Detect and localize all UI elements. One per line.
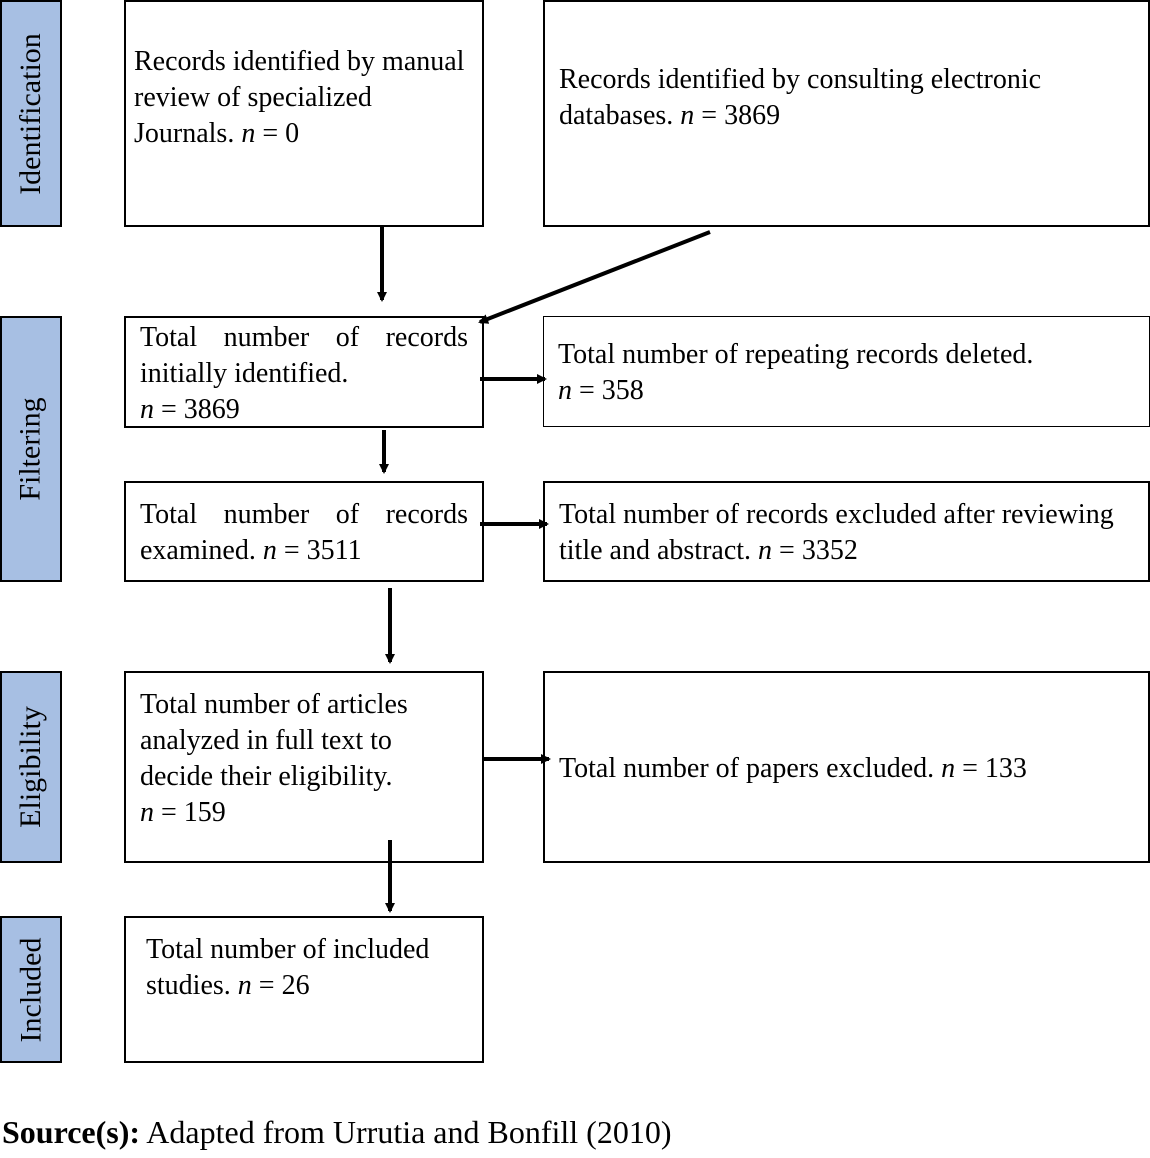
box-full-text-value: = 159 [161, 797, 226, 828]
box-papers-excluded-value: = 133 [962, 753, 1027, 784]
box-included-studies-value: = 26 [258, 970, 310, 1001]
arrow-databases-to-total [478, 230, 711, 324]
source-text: Adapted from Urrutia and Bonfill (2010) [146, 1114, 672, 1150]
box-included-studies: Total number of included studies. n = 26 [124, 916, 484, 1063]
box-manual-review: Records identified by manual review of s… [124, 0, 484, 227]
box-papers-excluded: Total number of papers excluded. n = 133 [543, 671, 1150, 863]
box-excluded-title-abstract-value: = 3352 [779, 535, 858, 566]
source-label: Source(s): [2, 1114, 141, 1150]
box-initially-identified-line1: Total number of records [140, 322, 468, 353]
box-initially-identified: Total number of records initially identi… [124, 316, 484, 428]
box-papers-excluded-n: n [941, 753, 956, 784]
box-included-studies-n: n [237, 970, 252, 1001]
box-repeating-deleted-n: n [558, 375, 572, 406]
box-electronic-databases-text: Records identified by consulting electro… [559, 64, 1042, 131]
box-electronic-databases: Records identified by consulting electro… [543, 0, 1150, 227]
box-examined-value: = 3511 [283, 535, 362, 566]
box-examined-line1: Total number of records [140, 499, 468, 530]
box-excluded-title-abstract-n: n [758, 535, 773, 566]
box-full-text-n: n [140, 797, 154, 828]
phase-filtering: Filtering [0, 316, 62, 582]
box-included-studies-text: Total number of included studies. [146, 934, 430, 1001]
phase-identification: Identification [0, 0, 62, 227]
phase-eligibility: Eligibility [0, 671, 62, 863]
box-full-text: Total number of articles analyzed in ful… [124, 671, 484, 863]
box-repeating-deleted-value: = 358 [579, 375, 644, 406]
box-manual-review-value: = 0 [262, 118, 300, 149]
source-note: Source(s): Adapted from Urrutia and Bonf… [2, 1112, 671, 1152]
box-initially-identified-line2: initially identified. [140, 358, 349, 389]
box-excluded-title-abstract-text: Total number of records excluded after r… [559, 499, 1114, 566]
box-full-text-text: Total number of articles analyzed in ful… [140, 689, 408, 792]
box-examined-line2: examined. [140, 535, 256, 566]
box-electronic-databases-n: n [680, 100, 695, 131]
box-examined-n: n [262, 535, 277, 566]
box-initially-identified-n: n [140, 394, 154, 425]
box-repeating-deleted: Total number of repeating records delete… [543, 316, 1150, 427]
box-repeating-deleted-text: Total number of repeating records delete… [558, 339, 1034, 370]
box-initially-identified-value: = 3869 [161, 394, 240, 425]
phase-included: Included [0, 916, 62, 1063]
box-electronic-databases-value: = 3869 [701, 100, 781, 131]
box-excluded-title-abstract: Total number of records excluded after r… [543, 481, 1150, 582]
box-manual-review-text: Records identified by manual review of s… [134, 46, 465, 149]
box-examined: Total number of records examined. n = 35… [124, 481, 484, 582]
box-papers-excluded-text: Total number of papers excluded. [559, 753, 935, 784]
box-manual-review-n: n [241, 118, 256, 149]
